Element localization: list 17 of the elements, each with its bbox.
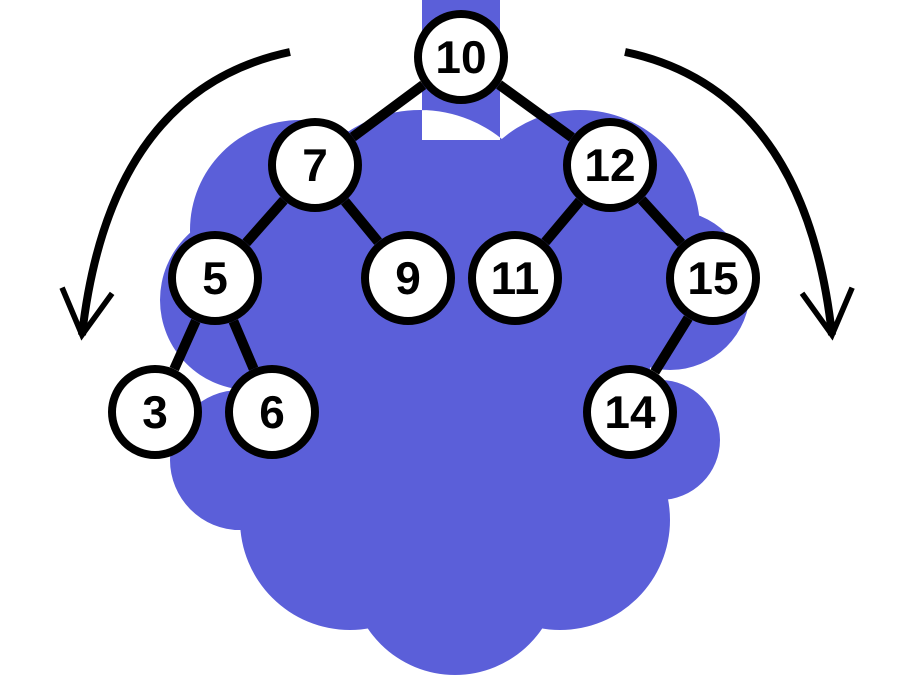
node-value: 10 — [435, 34, 487, 80]
tree-edge — [242, 196, 288, 246]
tree-edge — [541, 198, 584, 246]
node-value: 9 — [395, 255, 421, 301]
node-value: 7 — [302, 142, 328, 188]
tree-edge — [650, 315, 692, 375]
node-value: 11 — [490, 255, 540, 301]
node-value: 6 — [259, 389, 285, 435]
tree-edge — [228, 319, 258, 371]
tree-edge — [496, 80, 575, 142]
node-value: 3 — [142, 389, 168, 435]
node-value: 12 — [584, 142, 636, 188]
node-value: 15 — [687, 255, 739, 301]
tree-edge — [341, 198, 382, 245]
node-value: 14 — [604, 389, 656, 435]
tree-edge — [638, 196, 686, 247]
node-value: 5 — [202, 255, 228, 301]
